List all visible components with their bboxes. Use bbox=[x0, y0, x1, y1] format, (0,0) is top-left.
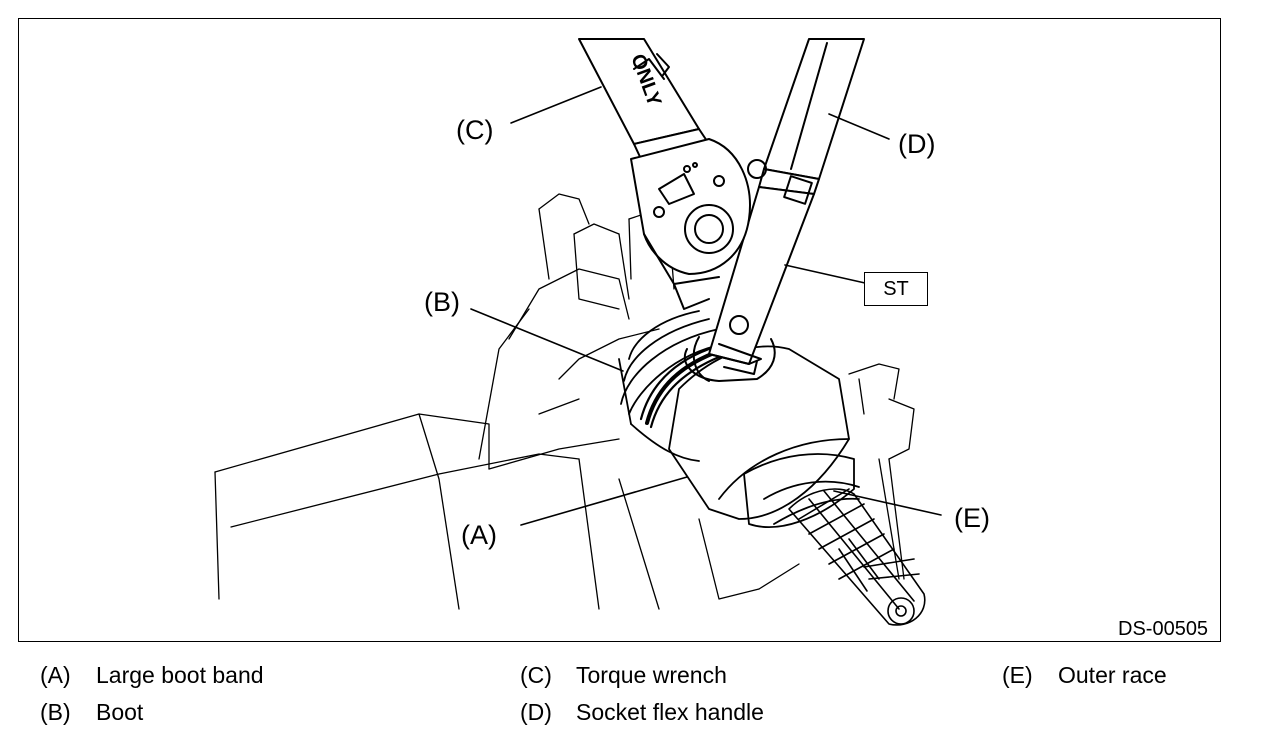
legend-label: Large boot band bbox=[96, 662, 264, 688]
socket-flex-handle bbox=[684, 38, 865, 382]
legend-item-a: (A) Large boot band bbox=[40, 662, 264, 689]
callout-c: (C) bbox=[456, 115, 494, 145]
legend-label: Outer race bbox=[1058, 662, 1167, 688]
large-boot-band bbox=[639, 347, 721, 429]
leader-lines bbox=[470, 86, 942, 526]
legend-item-b: (B) Boot bbox=[40, 699, 143, 726]
legend-label: Torque wrench bbox=[576, 662, 727, 688]
callout-d: (D) bbox=[898, 129, 936, 159]
figure-frame: ONLY bbox=[18, 18, 1221, 642]
legend-label: Boot bbox=[96, 699, 144, 725]
transmission-case-outline bbox=[214, 193, 915, 610]
legend-item-e: (E) Outer race bbox=[1002, 662, 1167, 689]
leader-line-b bbox=[470, 308, 624, 372]
figure-id: DS-00505 bbox=[1118, 618, 1209, 640]
callout-st-label: ST bbox=[883, 277, 909, 300]
torque-wrench bbox=[578, 38, 751, 310]
callout-a: (A) bbox=[461, 520, 497, 550]
leader-line-c bbox=[510, 86, 602, 124]
legend-letter: (C) bbox=[520, 662, 552, 688]
callout-b: (B) bbox=[424, 287, 460, 317]
legend-letter: (E) bbox=[1002, 662, 1033, 688]
leader-line-e bbox=[833, 490, 942, 516]
splined-shaft bbox=[788, 488, 926, 626]
legend-letter: (A) bbox=[40, 662, 71, 688]
callout-e: (E) bbox=[954, 503, 990, 533]
legend-item-d: (D) Socket flex handle bbox=[520, 699, 764, 726]
assembly-drawing: ONLY bbox=[214, 38, 942, 626]
leader-line-a bbox=[520, 476, 688, 526]
legend-letter: (B) bbox=[40, 699, 71, 725]
callout-st-box: ST bbox=[864, 272, 928, 306]
leader-line-st bbox=[784, 264, 866, 284]
leader-line-d bbox=[828, 113, 890, 140]
legend-item-c: (C) Torque wrench bbox=[520, 662, 727, 689]
legend-label: Socket flex handle bbox=[576, 699, 764, 725]
legend-letter: (D) bbox=[520, 699, 552, 725]
